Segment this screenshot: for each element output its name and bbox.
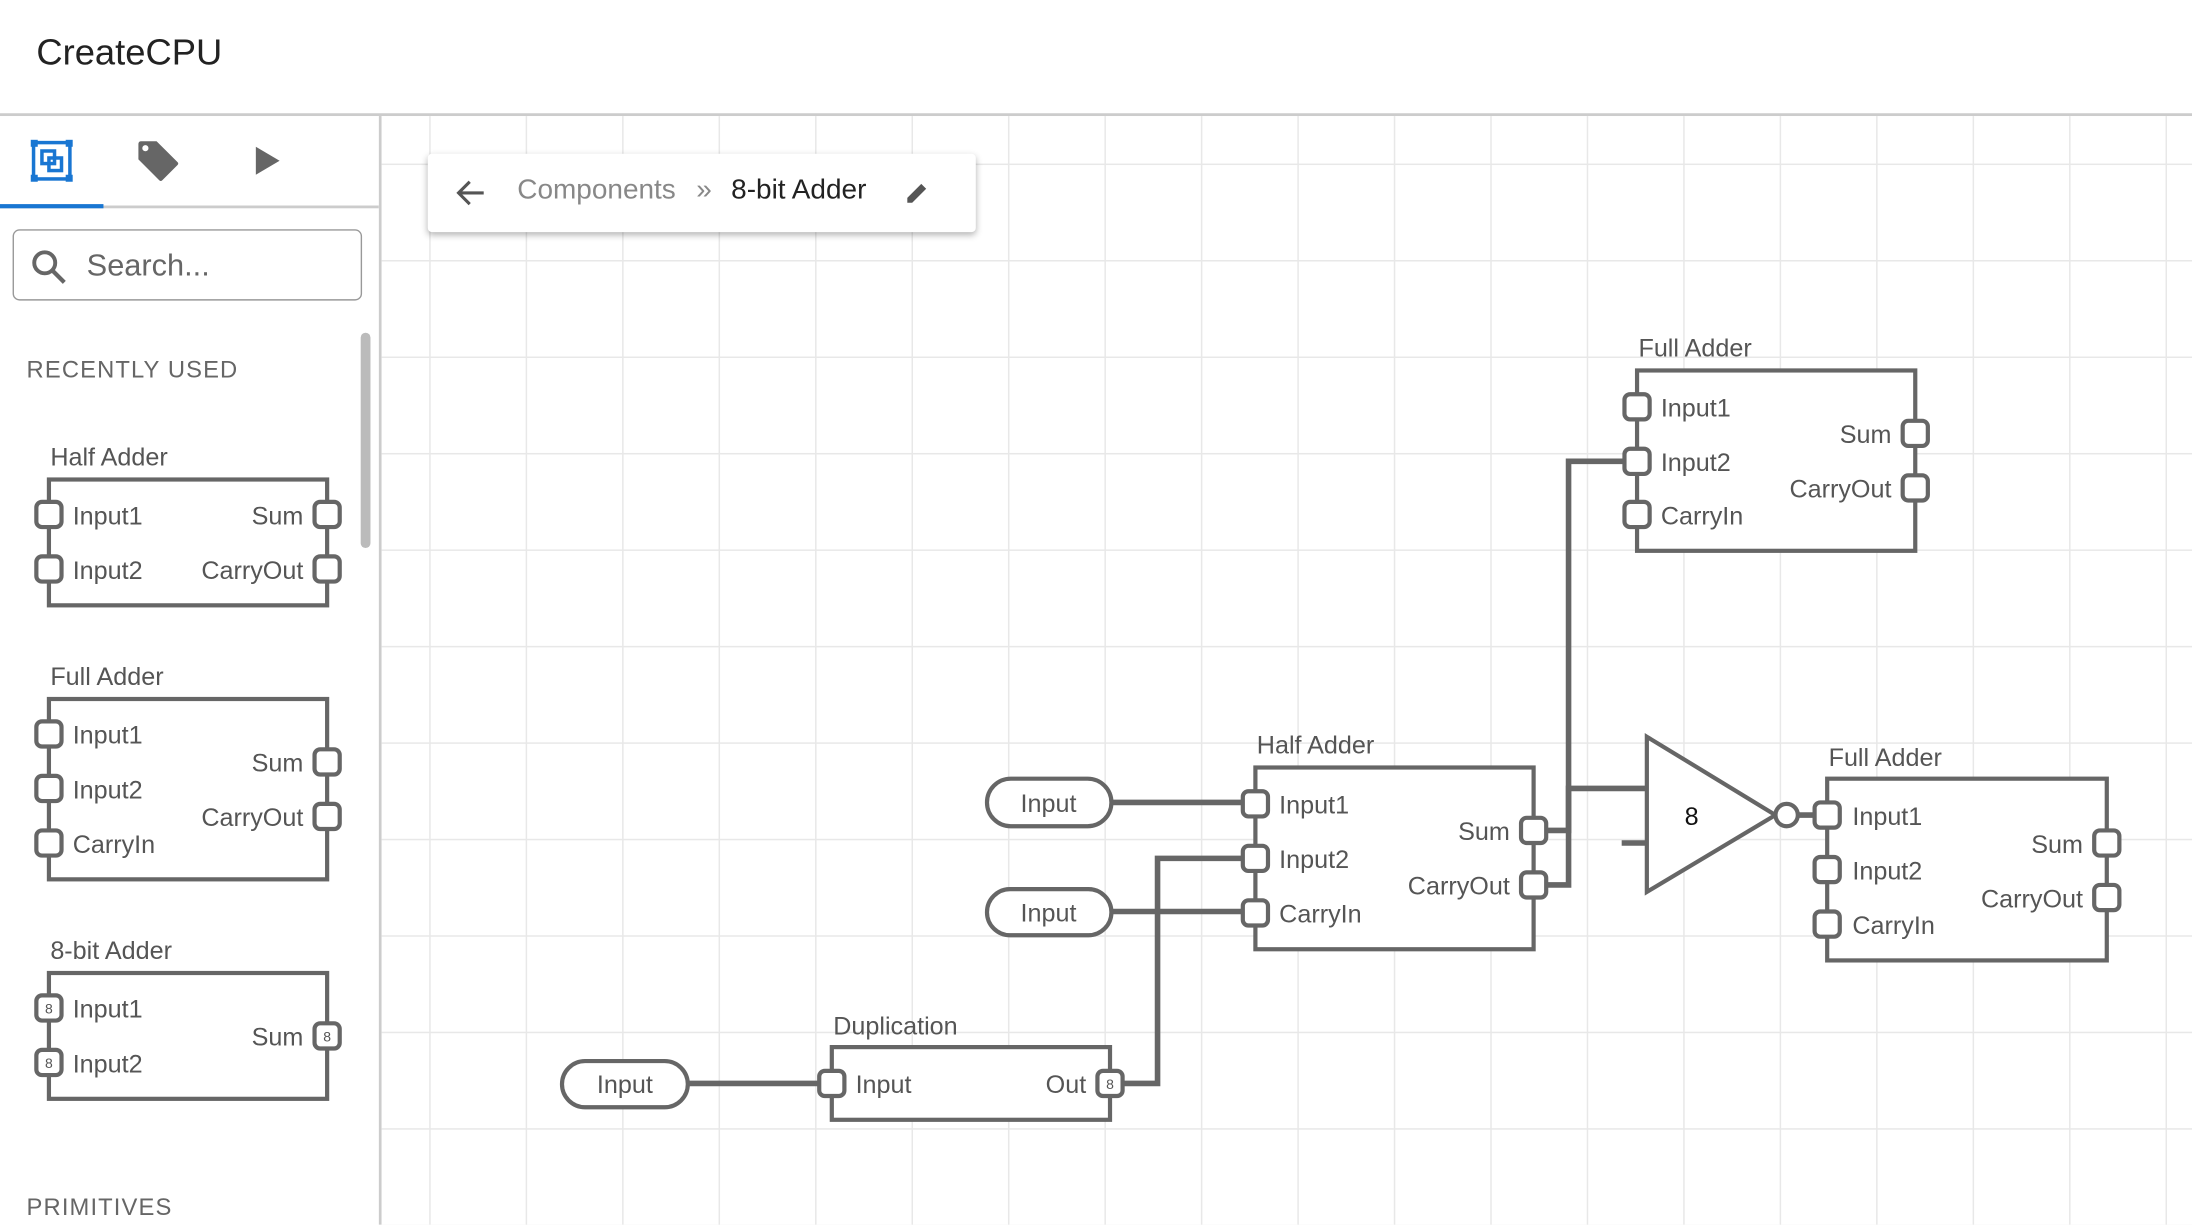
bus-width-label: 8 [45,1001,53,1017]
component-body [46,970,330,1101]
port-label: Sum [252,1024,304,1052]
breadcrumb: Components » 8-bit Adder [427,153,976,233]
primitives-heading: PRIMITIVES [26,1193,173,1221]
port[interactable] [34,993,64,1023]
sidebar-scrollbar[interactable] [360,332,371,549]
port-label: Sum [252,750,304,778]
port-label: CarryOut [201,557,303,585]
search-icon [32,250,66,284]
recent-components: Half Adder Input1 Input2 Sum CarryOut Fu… [34,444,342,1101]
port-label: Input2 [73,557,143,585]
edit-pencil-icon[interactable] [905,180,930,205]
port[interactable] [34,828,64,858]
port[interactable] [34,773,64,804]
breadcrumb-separator: » [696,174,712,206]
sidebar: RECENTLY USED Half Adder Input1 Input2 S… [0,116,382,1225]
port-label: CarryIn [73,831,155,859]
recent-full-adder[interactable]: Full Adder Input1 Input2 CarryIn Sum Car… [46,663,330,882]
app-title: CreateCPU [36,30,223,73]
tag-icon [138,141,179,182]
port-label: Sum [252,502,304,530]
sidebar-tabs [0,116,379,209]
tab-components[interactable] [0,116,104,209]
breadcrumb-parent[interactable]: Components [517,174,676,206]
port[interactable] [34,1047,64,1078]
port[interactable] [34,499,64,530]
port-label: Input1 [73,996,143,1024]
tab-tags[interactable] [106,116,209,205]
port-label: CarryOut [201,804,303,832]
back-arrow-icon[interactable] [456,179,487,207]
component-body [46,477,330,608]
component-title: 8-bit Adder [50,937,172,965]
port[interactable] [34,554,64,584]
port-label: Input2 [73,776,143,804]
port[interactable] [312,801,342,832]
circuit-canvas[interactable] [381,116,2192,1225]
component-title: Half Adder [50,444,167,472]
port[interactable] [34,719,64,749]
bus-width-label: 8 [45,1055,53,1071]
port-label: Input2 [73,1050,143,1078]
port[interactable] [312,1021,342,1051]
port[interactable] [312,747,342,777]
port[interactable] [312,499,342,530]
play-icon [255,146,280,175]
port[interactable] [312,554,342,584]
search-input[interactable] [83,241,356,290]
bus-width-label: 8 [323,1029,331,1045]
recently-used-heading: RECENTLY USED [26,356,239,384]
search-box [12,229,363,301]
tab-simulate[interactable] [215,116,318,205]
app-header: CreateCPU [0,0,2192,117]
recent-half-adder[interactable]: Half Adder Input1 Input2 Sum CarryOut [46,444,330,608]
port-label: Input1 [73,722,143,750]
component-icon [30,139,73,182]
component-title: Full Adder [50,663,163,691]
port-label: Input1 [73,502,143,530]
recent-8bit-adder[interactable]: 8-bit Adder Input1 Input2 Sum [46,937,330,1101]
breadcrumb-current: 8-bit Adder [731,174,867,206]
